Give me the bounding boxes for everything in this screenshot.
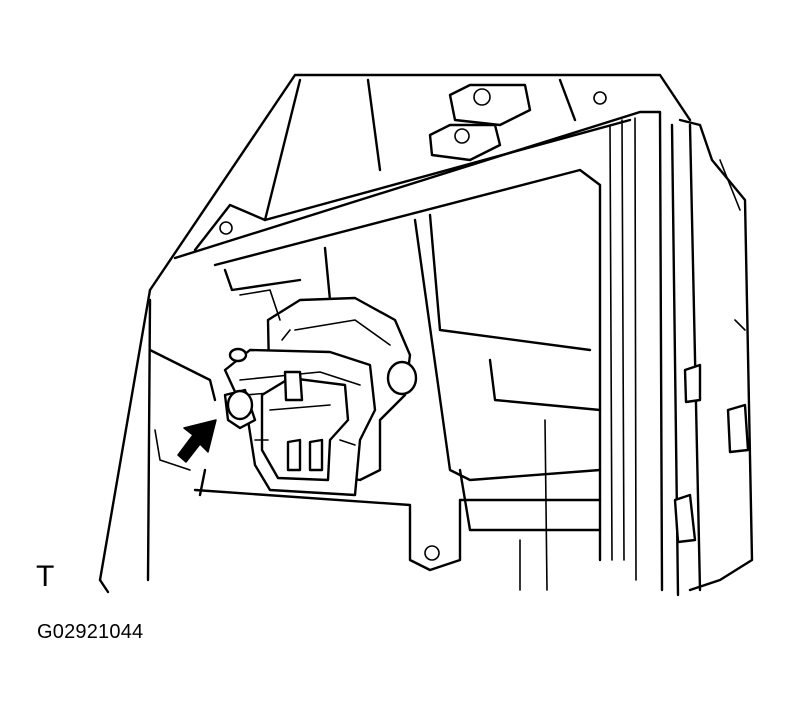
arrow-icon <box>177 419 217 463</box>
right-flange <box>670 118 754 597</box>
case-ribs <box>173 110 664 592</box>
view-letter: T <box>36 560 55 593</box>
connector-lock <box>223 347 257 430</box>
mounting-plate <box>148 348 602 572</box>
transmission-case-outline <box>98 73 692 594</box>
connector <box>223 348 377 497</box>
figure-code: G02921044 <box>37 621 144 643</box>
bolt-bosses <box>219 83 607 235</box>
